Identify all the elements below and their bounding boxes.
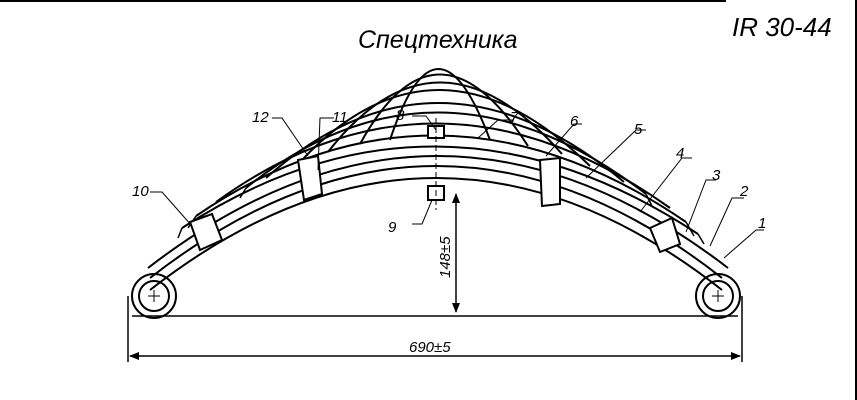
part-label-3: 3 <box>712 167 721 184</box>
part-label-11: 11 <box>332 109 348 126</box>
length-dimension-label: 690±5 <box>409 339 451 356</box>
right-eye <box>695 273 741 319</box>
height-dimension-label: 148±5 <box>437 236 454 278</box>
leader-lines <box>150 115 764 259</box>
right-frame-line <box>855 0 857 400</box>
model-number: IR 30-44 <box>732 12 832 42</box>
part-label-1: 1 <box>758 215 766 232</box>
clamps <box>188 154 682 254</box>
drawing-title: Спецтехника <box>358 26 518 54</box>
length-dimension <box>127 296 743 362</box>
top-frame-line <box>0 0 726 2</box>
part-label-6: 6 <box>570 113 579 130</box>
part-label-4: 4 <box>676 145 684 162</box>
part-label-12: 12 <box>252 109 269 126</box>
part-label-8: 8 <box>396 107 405 124</box>
part-label-5: 5 <box>634 121 643 138</box>
part-label-10: 10 <box>132 183 149 200</box>
left-eye <box>131 273 177 319</box>
part-label-7: 7 <box>510 109 519 126</box>
center-bolt <box>427 118 445 210</box>
part-label-2: 2 <box>739 183 749 200</box>
part-label-9: 9 <box>388 219 397 236</box>
part-labels: 1 2 3 4 5 6 7 8 9 10 11 12 <box>132 107 766 236</box>
